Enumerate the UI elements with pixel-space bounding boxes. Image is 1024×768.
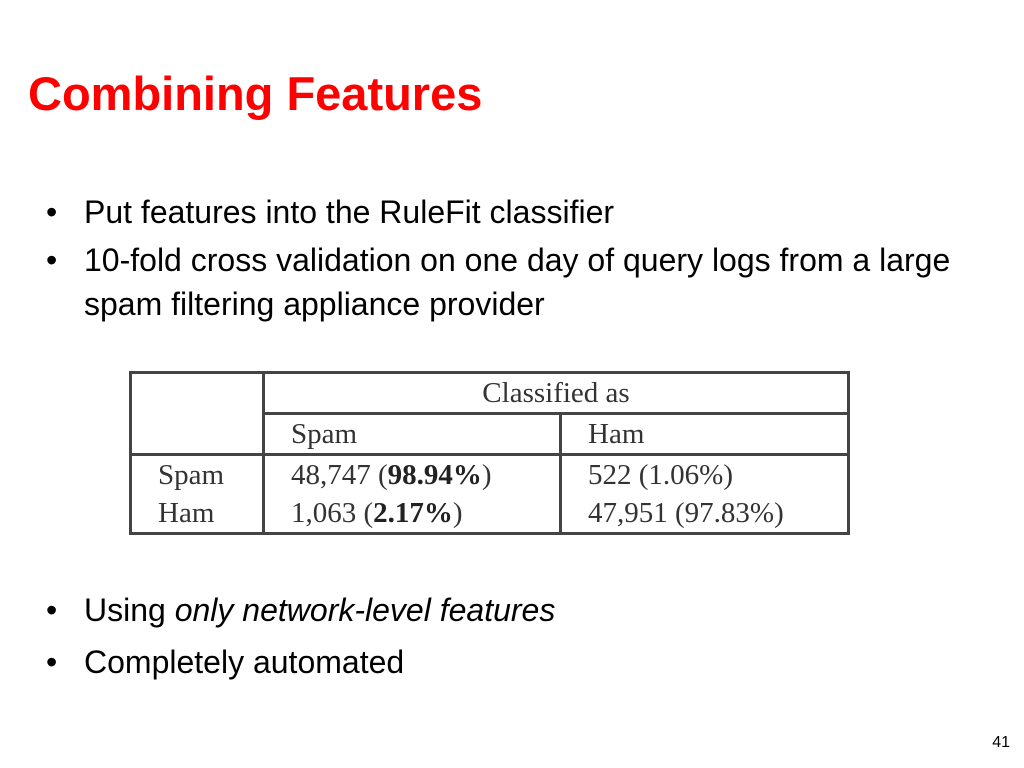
page-number: 41 [992, 734, 1010, 751]
table-row: Ham 1,063 (2.17%) 47,951 (97.83%) [129, 494, 850, 535]
table-cell: 1,063 (2.17%) [262, 494, 561, 535]
bullet-item: 10-fold cross validation on one day of q… [46, 238, 986, 326]
table-cell: 48,747 (98.94%) [262, 454, 561, 494]
cell-percent-bold: 2.17% [373, 497, 453, 529]
table-group-header: Classified as [262, 371, 850, 415]
table-col-header-spam: Spam [262, 413, 561, 456]
table-cell: 522 (1.06%) [559, 454, 850, 494]
table-row-label: Spam [129, 453, 264, 494]
cell-close: ) [481, 459, 492, 491]
bullet-text: Using [84, 592, 175, 628]
bullet-emphasis: only network-level features [174, 592, 556, 628]
cell-count: 48,747 ( [291, 459, 388, 491]
table-row: Spam 48,747 (98.94%) 522 (1.06%) [129, 453, 850, 494]
confusion-matrix-table: Classified as Spam Ham Spam 48,747 (98.9… [129, 371, 850, 535]
bullet-item: Using only network-level features [46, 588, 986, 632]
bullet-list-top: Put features into the RuleFit classifier… [46, 190, 986, 330]
table-corner-cell [129, 371, 264, 455]
cell-close: ) [452, 497, 463, 529]
table-col-header-ham: Ham [559, 413, 850, 456]
bullet-item: Put features into the RuleFit classifier [46, 190, 986, 234]
slide-title: Combining Features [28, 67, 483, 120]
bullet-list-bottom: Using only network-level features Comple… [46, 588, 986, 692]
cell-percent-bold: 98.94% [387, 459, 482, 491]
table-row-label: Ham [129, 494, 264, 535]
cell-count: 1,063 ( [291, 497, 374, 529]
table-cell: 47,951 (97.83%) [559, 494, 850, 535]
bullet-item: Completely automated [46, 640, 986, 684]
